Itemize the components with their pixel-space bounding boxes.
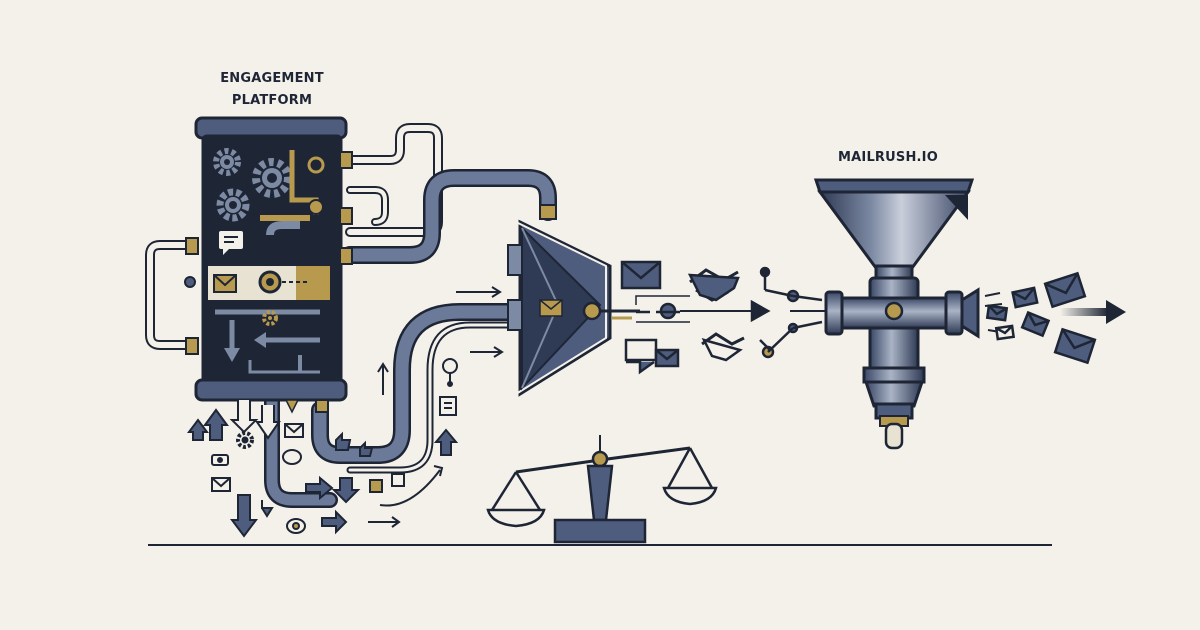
engagement-platform-tank (184, 116, 353, 414)
pipes (145, 123, 557, 508)
chat-bubble-icon (286, 518, 306, 534)
envelope-icon (539, 299, 563, 317)
gear-icon (236, 431, 254, 449)
arrow-icon (305, 475, 334, 501)
gear-icon (216, 188, 250, 222)
envelope-icon (211, 477, 231, 492)
flow-icons (620, 260, 826, 375)
engagement-platform-label: ENGAGEMENT PLATFORM (202, 68, 342, 112)
like-icon (335, 431, 352, 451)
gear-icon (262, 310, 278, 326)
arrow-icon (331, 477, 361, 504)
arrow-icon (255, 405, 281, 440)
arrow-icon (433, 428, 459, 456)
balance-scale-icon (486, 435, 718, 544)
envelope-icon (985, 304, 1009, 322)
pin-icon (442, 358, 458, 387)
handshake-icon (701, 332, 745, 362)
envelope-icon (620, 260, 662, 290)
like-icon (359, 440, 374, 457)
envelope-icon (213, 274, 237, 293)
arrow-icon (1106, 300, 1126, 324)
envelope-icon (994, 324, 1016, 341)
envelope-icon (284, 423, 304, 438)
arrow-icon (203, 408, 229, 441)
envelope-icon (1053, 327, 1097, 365)
envelope-icon (654, 348, 680, 368)
funnel-icon (813, 178, 980, 450)
output-envelopes (984, 271, 1126, 365)
document-icon (439, 396, 457, 416)
envelope-icon (1011, 286, 1039, 309)
chat-bubble-icon (282, 449, 302, 465)
envelope-icon (1043, 271, 1087, 309)
filter-chamber (507, 204, 640, 397)
arrow-icon (261, 500, 274, 518)
chat-bubble-icon (219, 231, 243, 255)
arrow-icon (230, 494, 258, 538)
mailrush-label: MAILRUSH.IO (838, 150, 938, 165)
handshake-icon (687, 268, 740, 302)
gear-icon (213, 148, 241, 176)
arrow-icon (229, 400, 259, 434)
engagement-label-line1: ENGAGEMENT (220, 71, 324, 86)
arrow-icon (321, 509, 348, 535)
gear-icon (252, 158, 292, 198)
scatter-icons (187, 286, 504, 538)
engagement-label-line2: PLATFORM (231, 93, 313, 108)
phone-icon (211, 454, 229, 466)
arrow-icon (187, 418, 209, 441)
envelope-icon (1020, 310, 1051, 338)
